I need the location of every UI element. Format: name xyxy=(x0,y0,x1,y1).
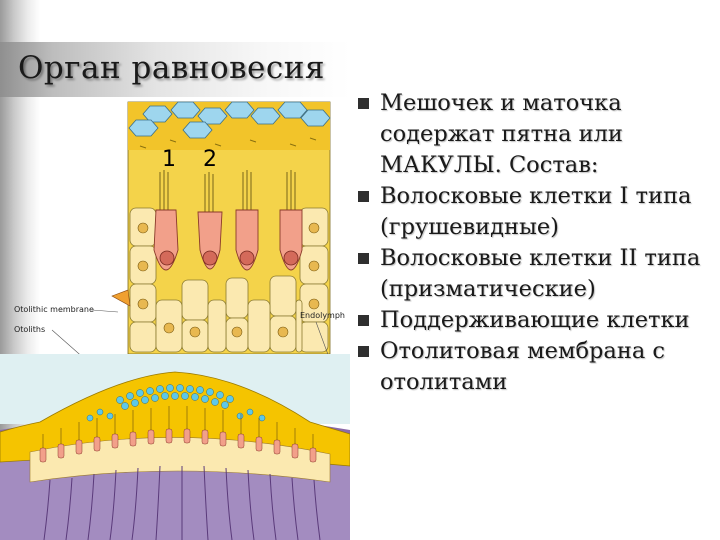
bullet-item: Поддерживающие клетки xyxy=(356,305,716,336)
slide-title: Орган равновесия xyxy=(18,50,325,86)
bullet-item: Волосковые клетки II типа (призматически… xyxy=(356,243,716,305)
title-bar xyxy=(0,42,350,97)
bullet-text: Отолитовая мембрана с отолитами xyxy=(380,338,665,395)
square-bullet-icon xyxy=(358,253,369,264)
square-bullet-icon xyxy=(358,191,369,202)
bullet-list: Мешочек и маточка содержат пятна или МАК… xyxy=(356,88,716,398)
bullet-text: Поддерживающие клетки xyxy=(380,307,690,333)
figure-number-1: 1 xyxy=(162,147,176,172)
macula-illustration: 1 2 xyxy=(0,100,350,540)
square-bullet-icon xyxy=(358,315,369,326)
bullet-item: Волосковые клетки I типа (грушевидные) xyxy=(356,181,716,243)
label-endolymph: Endolymph xyxy=(300,311,345,320)
label-otoliths: Otoliths xyxy=(14,325,45,334)
enlarged-macula-panel: 1 2 xyxy=(127,101,331,355)
label-otolithic-membrane: Otolithic membrane xyxy=(14,305,94,314)
square-bullet-icon xyxy=(358,98,369,109)
bullet-text: Мешочек и маточка содержат пятна или МАК… xyxy=(380,90,623,178)
square-bullet-icon xyxy=(358,346,369,357)
figure-number-2: 2 xyxy=(203,147,217,172)
bullet-item: Мешочек и маточка содержат пятна или МАК… xyxy=(356,88,716,181)
bullet-item: Отолитовая мембрана с отолитами xyxy=(356,336,716,398)
bullet-text: Волосковые клетки I типа (грушевидные) xyxy=(380,183,692,240)
bullet-text: Волосковые клетки II типа (призматически… xyxy=(380,245,701,302)
macula-overview xyxy=(0,354,350,540)
